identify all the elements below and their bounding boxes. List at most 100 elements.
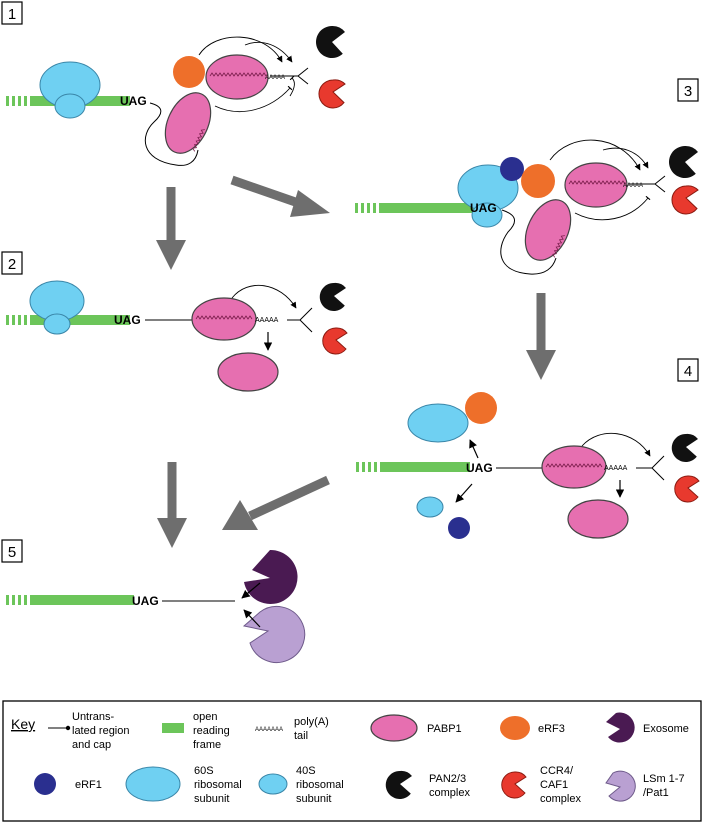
orf-bar (355, 203, 479, 213)
utr-line (500, 209, 557, 275)
stop-codon-label: UAG (114, 313, 141, 327)
key-item-ccr4-caf1: CCR4/ CAF1 complex (501, 765, 581, 805)
key-item-pan2-3: PAN2/3 complex (385, 770, 470, 799)
pan-arrow (231, 284, 297, 309)
key-item-polya: AAAAAAA poly(A) tail (255, 716, 329, 742)
40s-subunit (54, 93, 86, 119)
polya-squiggle (568, 180, 626, 185)
y-connector (270, 67, 309, 85)
svg-text:subunit: subunit (194, 793, 229, 805)
pan-arrow (549, 139, 641, 171)
key-title: Key (11, 716, 35, 732)
erf3 (173, 56, 205, 88)
key-item-utr: Untrans- lated region and cap (48, 711, 130, 751)
svg-text:4: 4 (684, 363, 692, 380)
panel-label-2: 2 (1, 251, 23, 275)
arrow-1-to-3 (230, 175, 306, 210)
pabp1-released (217, 352, 279, 392)
panel-label-5: 5 (1, 539, 23, 563)
svg-text:ribosomal: ribosomal (296, 779, 344, 791)
svg-text:complex: complex (540, 793, 581, 805)
40s-subunit (471, 202, 503, 228)
lsm-arrow (243, 609, 261, 628)
pan-arrow (581, 432, 651, 457)
key-item-erf1: eRF1 (34, 773, 102, 795)
exosome-arrow (241, 582, 261, 599)
svg-text:60S: 60S (194, 765, 214, 777)
svg-text:Untrans-: Untrans- (72, 711, 115, 723)
svg-text:frame: frame (193, 739, 221, 751)
svg-text:reading: reading (193, 725, 230, 737)
svg-text:open: open (193, 711, 217, 723)
panel-1: UAG AAAAA (6, 25, 346, 166)
svg-text:5: 5 (8, 544, 16, 561)
stop-codon-label: UAG (470, 201, 497, 215)
40s-subunit-released (416, 496, 444, 518)
pabp1 (524, 199, 572, 261)
arrow-4-to-5 (248, 475, 330, 521)
polya-squiggle (545, 463, 603, 468)
orf-bar (6, 315, 130, 325)
key-item-lsm-pat1: LSm 1-7 /Pat1 (605, 770, 685, 802)
panel-2: UAG AAAAA (6, 280, 348, 392)
orf-bar (6, 595, 134, 605)
erf3-released (465, 392, 497, 424)
transition-arrows (156, 175, 556, 548)
pabp1 (205, 54, 269, 100)
key-item-60s: 60S ribosomal subunit (125, 765, 242, 805)
svg-text:AAAAAAA: AAAAAAA (255, 727, 283, 733)
svg-text:PABP1: PABP1 (427, 723, 462, 735)
panel-label-1: 1 (1, 1, 23, 25)
polya-squiggle (195, 315, 253, 320)
deadenylation-arrow (244, 41, 293, 63)
svg-text:2: 2 (8, 256, 16, 273)
svg-text:CAF1: CAF1 (540, 779, 568, 791)
pan2-3-complex (319, 282, 346, 311)
pabp1 (164, 92, 212, 154)
panel-5: UAG (6, 549, 306, 663)
svg-text:CCR4/: CCR4/ (540, 765, 574, 777)
ccr4-caf1-complex (318, 79, 346, 109)
key-item-40s: 40S ribosomal subunit (258, 765, 344, 805)
pan2-3-complex (668, 145, 698, 178)
panel-label-3: 3 (677, 78, 699, 102)
svg-text:poly(A): poly(A) (294, 716, 329, 728)
panel-3: UAG AAAAA (355, 139, 699, 275)
svg-text:40S: 40S (296, 765, 316, 777)
panel-label-4: 4 (677, 358, 699, 382)
polya-text: AAAAA (255, 317, 279, 324)
pan-arrow (198, 36, 283, 63)
stop-codon-label: UAG (466, 461, 493, 475)
pan2-3-complex (671, 433, 698, 462)
polya-text: AAAAA (623, 183, 643, 189)
polya-squiggle (209, 72, 267, 77)
40s-subunit (43, 313, 71, 335)
key-border (2, 700, 702, 822)
60s-subunit-released (407, 403, 469, 443)
y-connector (636, 455, 665, 481)
svg-text:and cap: and cap (72, 739, 111, 751)
polya-text: AAAAA (265, 75, 285, 81)
ccr4-caf1-complex (674, 475, 700, 503)
svg-text:lated region: lated region (72, 725, 130, 737)
key-item-orf: open reading frame (162, 711, 230, 751)
polya-text: AAAAA (604, 465, 628, 472)
pabp1-released (567, 499, 629, 539)
svg-text:subunit: subunit (296, 793, 331, 805)
exosome (244, 549, 298, 604)
svg-text:complex: complex (429, 787, 470, 799)
erf1 (500, 157, 524, 181)
release-arrow (455, 483, 473, 503)
erf1-released (448, 517, 470, 539)
inhibit-arrow (289, 75, 295, 97)
y-connector (628, 175, 666, 193)
ccr4-caf1-complex (671, 185, 699, 215)
ccr4-inhibit (214, 85, 293, 113)
key-panel: Key Untrans- lated region and cap open r… (2, 700, 702, 822)
svg-text:ribosomal: ribosomal (194, 779, 242, 791)
svg-text:Exosome: Exosome (643, 723, 689, 735)
svg-text:eRF3: eRF3 (538, 723, 565, 735)
svg-text:PAN2/3: PAN2/3 (429, 773, 466, 785)
svg-text:LSm 1-7: LSm 1-7 (643, 773, 685, 785)
